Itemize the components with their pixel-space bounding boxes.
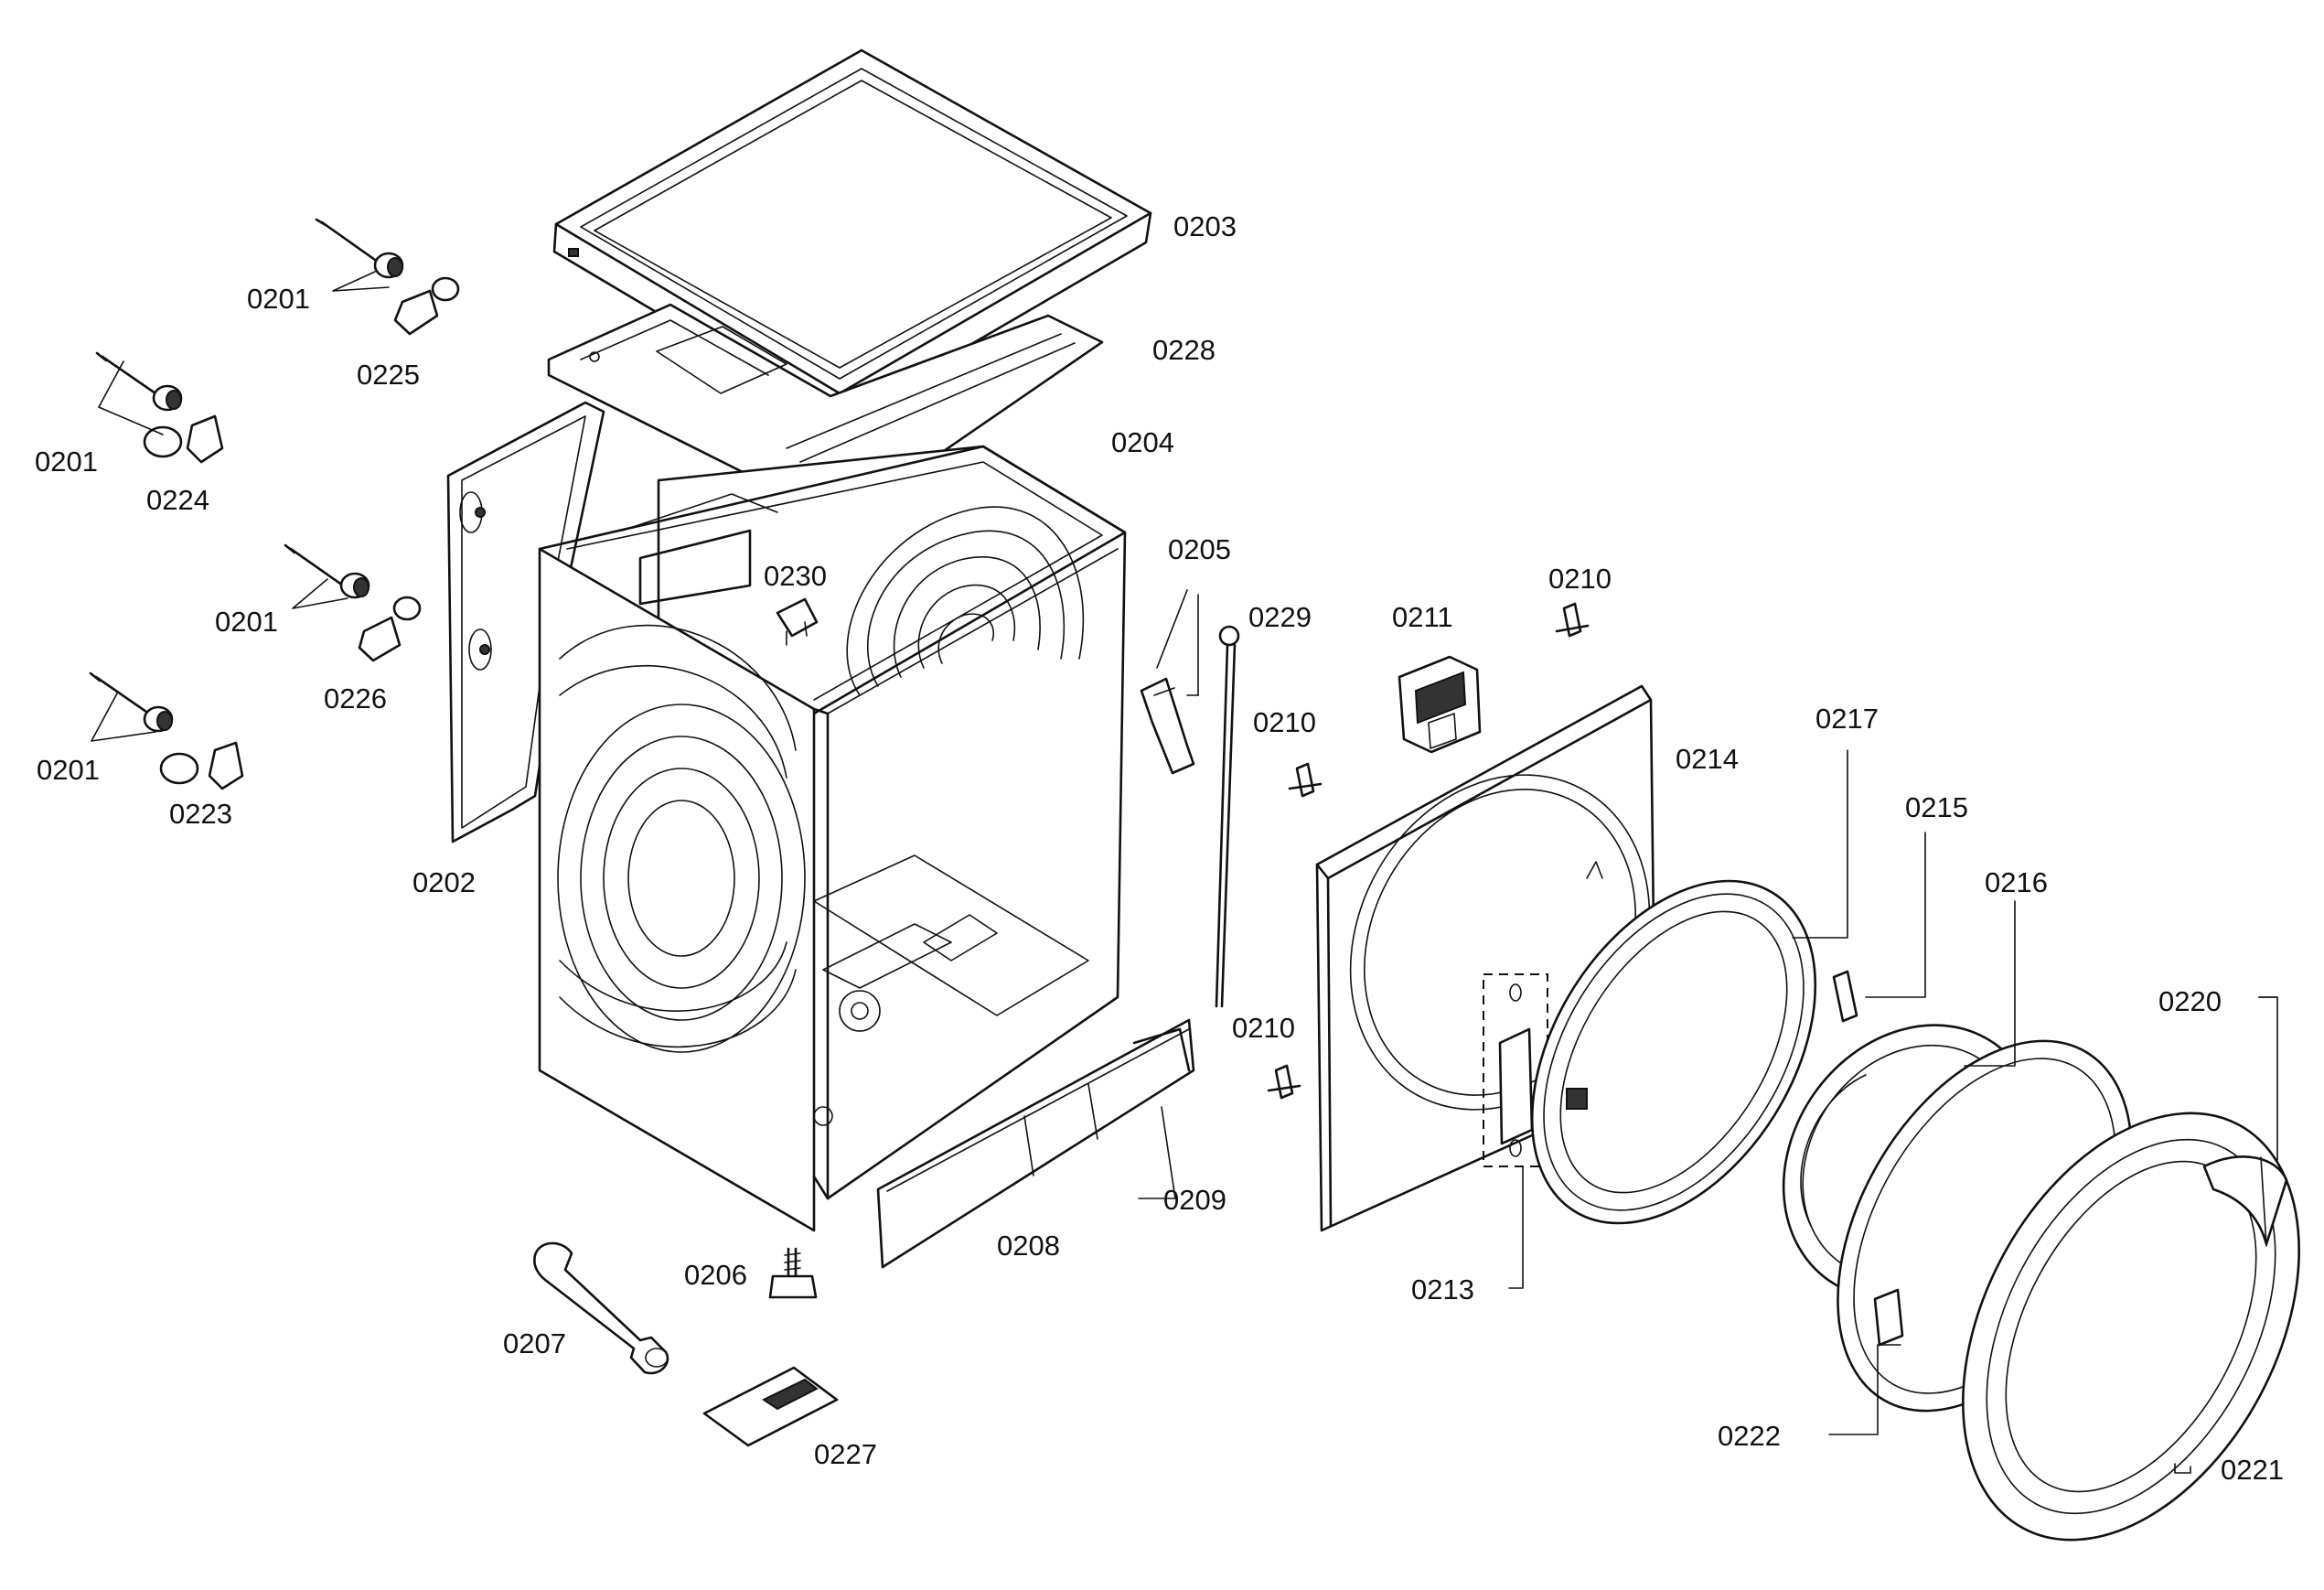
clip-part-0210 <box>1267 602 1590 1100</box>
label-0203: 0203 <box>1173 210 1237 242</box>
bracket-part-0205 <box>1140 589 1195 775</box>
door-frame-inner-part-0217 <box>1530 879 1817 1225</box>
clip-part-0230 <box>776 597 819 646</box>
label-0230: 0230 <box>764 560 827 592</box>
label-0228: 0228 <box>1152 334 1216 366</box>
door-lock-part-0211 <box>1398 655 1482 754</box>
label-0204: 0204 <box>1111 426 1174 458</box>
label-0201-d: 0201 <box>37 754 100 786</box>
label-0225: 0225 <box>357 359 420 391</box>
callout-labels: 0201 0201 0201 0201 0202 0203 0204 0205 … <box>35 210 2284 1486</box>
leveling-foot-part-0206 <box>768 1247 818 1299</box>
label-0202: 0202 <box>412 866 476 898</box>
label-0206: 0206 <box>684 1259 747 1291</box>
door-handle-part-0220 <box>2202 1155 2288 1247</box>
label-0223: 0223 <box>169 798 232 830</box>
cabinet-body-part <box>538 445 1127 1232</box>
label-0215: 0215 <box>1905 791 1968 823</box>
label-0205: 0205 <box>1168 533 1231 565</box>
label-0216: 0216 <box>1985 866 2048 898</box>
label-0210-b: 0210 <box>1253 706 1316 738</box>
label-0210-a: 0210 <box>1548 563 1612 595</box>
label-0209: 0209 <box>1163 1184 1226 1216</box>
label-0201-b: 0201 <box>35 446 98 478</box>
label-0222: 0222 <box>1718 1420 1781 1452</box>
label-0221: 0221 <box>2221 1454 2284 1486</box>
mounting-plate-part-0227 <box>702 1366 839 1447</box>
label-0210-c: 0210 <box>1232 1012 1295 1044</box>
top-cover-plate-part <box>547 303 1104 523</box>
label-0201-a: 0201 <box>247 283 310 315</box>
label-0207: 0207 <box>503 1327 566 1359</box>
label-0201-c: 0201 <box>215 606 278 638</box>
plinth-panel-part <box>876 1018 1195 1269</box>
leader-lines <box>1138 594 2278 1474</box>
transport-bolt-parts <box>89 218 460 790</box>
door-trim-part-0221 <box>1962 1112 2300 1542</box>
label-0213: 0213 <box>1411 1273 1474 1305</box>
label-0214: 0214 <box>1676 743 1739 775</box>
spanner-part-0207 <box>533 1241 669 1375</box>
latch-part-0215 <box>1832 970 1858 1023</box>
label-0227: 0227 <box>814 1438 877 1470</box>
label-0226: 0226 <box>324 682 387 714</box>
label-0220: 0220 <box>2158 985 2222 1017</box>
rod-part-0229 <box>1215 625 1240 1008</box>
label-0224: 0224 <box>146 484 209 516</box>
label-0211: 0211 <box>1392 601 1453 633</box>
label-0208: 0208 <box>997 1230 1060 1262</box>
label-0229: 0229 <box>1248 601 1312 633</box>
label-0217: 0217 <box>1815 703 1879 735</box>
